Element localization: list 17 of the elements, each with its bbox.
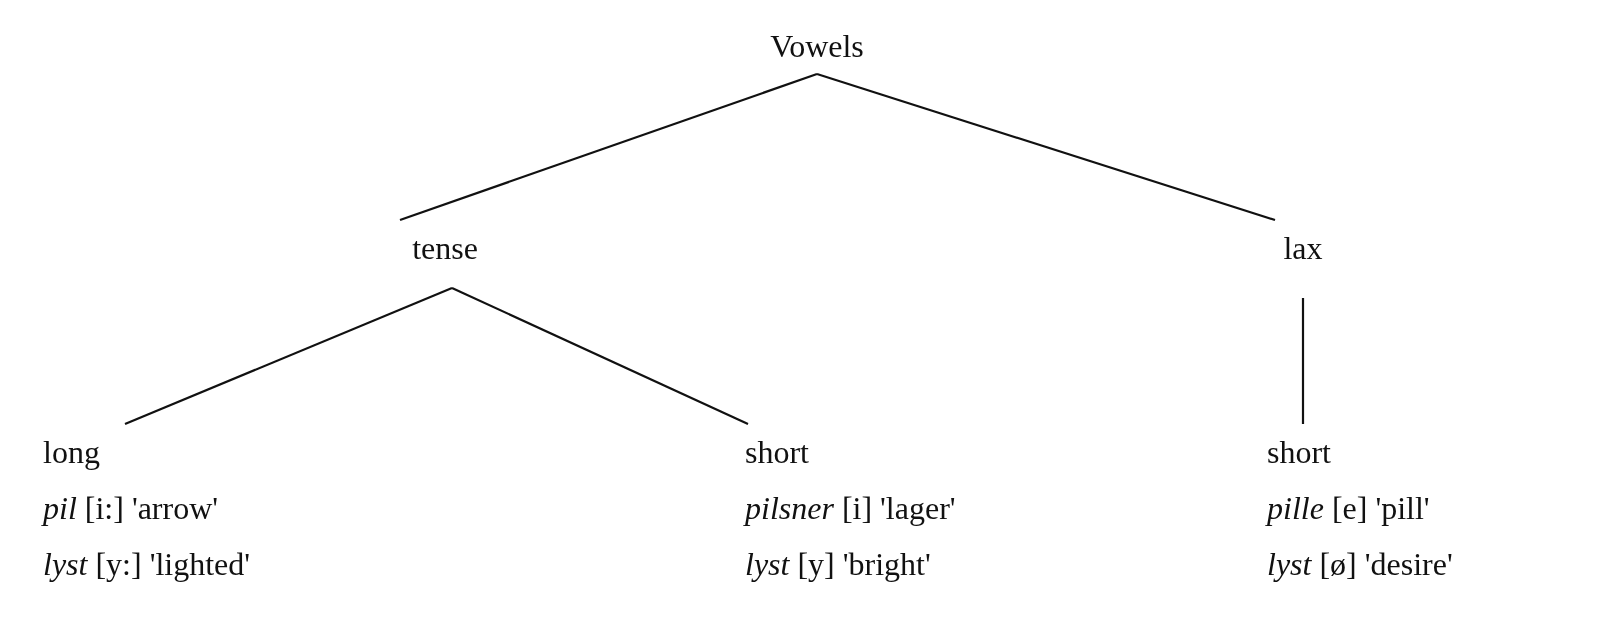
category-label: short xyxy=(745,433,809,472)
tree-branch-line xyxy=(399,72,818,222)
tree-branch-line xyxy=(1301,298,1305,424)
example-word-text: pille [e] 'pill' xyxy=(1267,489,1430,528)
example-word-text: lyst [y:] 'lighted' xyxy=(43,545,251,584)
tree-branch-line xyxy=(816,72,1276,222)
tree-branch-line xyxy=(124,287,453,425)
category-label: long xyxy=(43,433,100,472)
example-word-text: pilsner [i] 'lager' xyxy=(745,489,956,528)
example-word-text: pil [i:] 'arrow' xyxy=(43,489,219,528)
category-label: tense xyxy=(412,229,478,268)
category-label: Vowels xyxy=(770,27,864,66)
category-label: lax xyxy=(1283,229,1323,268)
example-word-text: lyst [ø] 'desire' xyxy=(1267,545,1453,584)
tree-branch-line xyxy=(451,287,749,425)
example-word-text: lyst [y] 'bright' xyxy=(745,545,931,584)
category-label: short xyxy=(1267,433,1331,472)
